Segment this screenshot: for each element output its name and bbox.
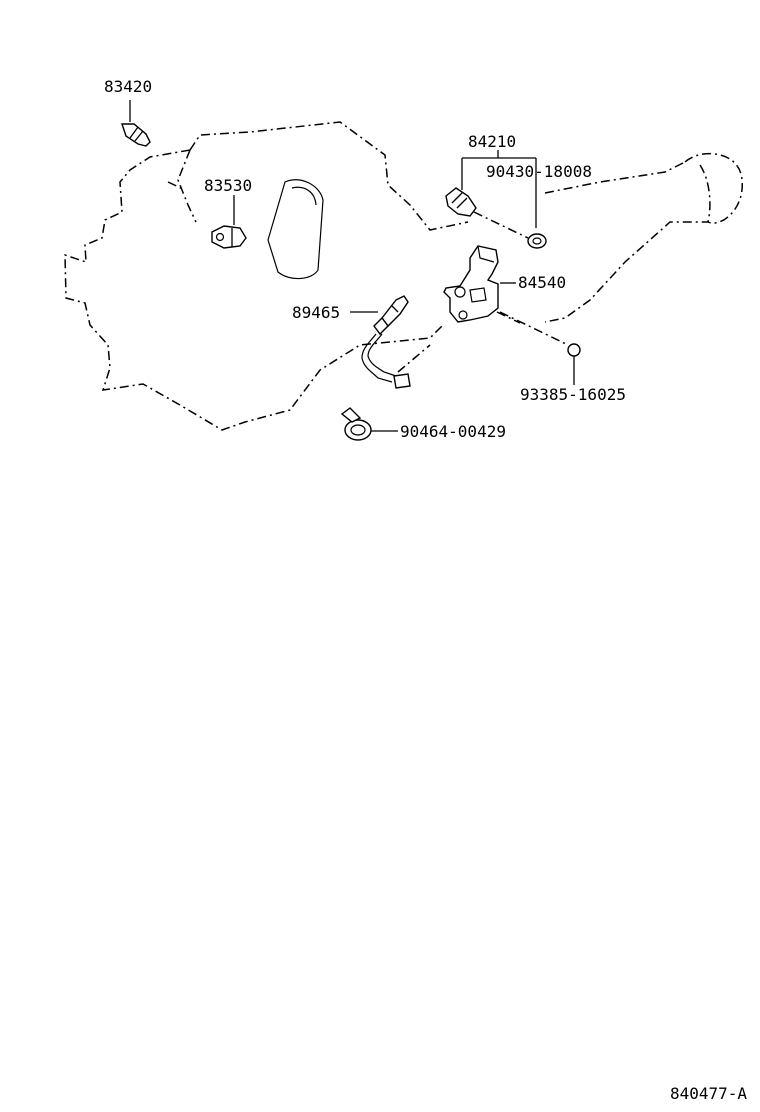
pipe-component [267, 179, 324, 280]
engine-outline [64, 121, 469, 431]
part-84540-icon[interactable] [443, 245, 516, 323]
part-83530-icon[interactable] [211, 195, 247, 249]
label-90430-18008: 90430-18008 [486, 162, 592, 181]
label-93385-16025: 93385-16025 [520, 385, 626, 404]
part-89465-icon[interactable] [350, 295, 411, 389]
clamp-90464-icon[interactable] [340, 407, 398, 441]
transmission-outline [496, 152, 743, 324]
part-84210-icon[interactable] [445, 187, 529, 239]
label-89465: 89465 [292, 303, 340, 322]
label-84210: 84210 [468, 132, 516, 151]
part-83420-icon[interactable] [121, 100, 151, 147]
label-83420: 83420 [104, 77, 152, 96]
gasket-90430-icon[interactable] [527, 233, 547, 249]
label-84540: 84540 [518, 273, 566, 292]
bolt-93385-icon[interactable] [499, 311, 581, 385]
label-83530: 83530 [204, 176, 252, 195]
leader-84210 [461, 150, 537, 228]
label-90464-00429: 90464-00429 [400, 422, 506, 441]
figure-id: 840477-A [670, 1084, 747, 1103]
